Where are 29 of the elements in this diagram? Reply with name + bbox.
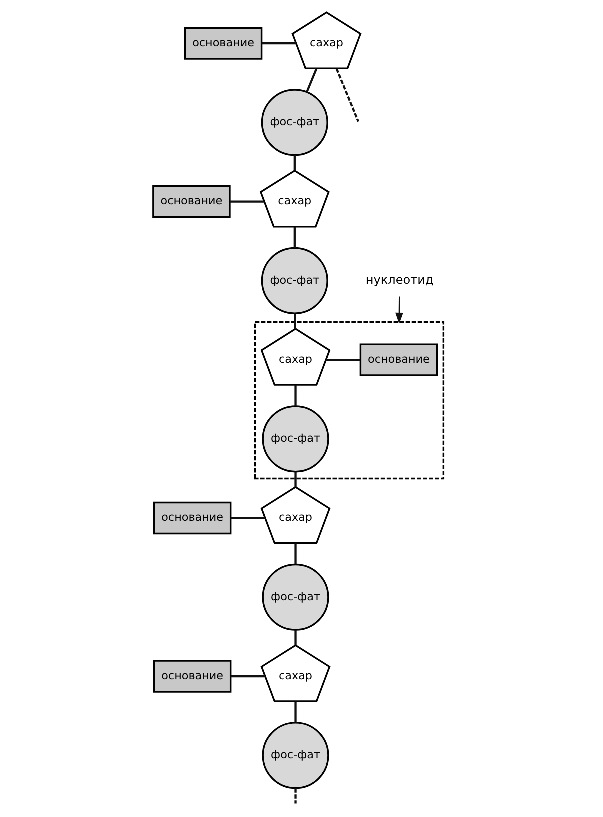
arrow <box>395 296 403 324</box>
connector <box>230 517 265 520</box>
node-circle: фос-фат <box>260 247 328 314</box>
node-box: основание <box>152 660 232 693</box>
node-circle: фос-фат <box>260 89 328 156</box>
connector <box>294 630 296 646</box>
connector <box>230 675 265 678</box>
connector <box>294 544 296 565</box>
connector <box>294 314 296 330</box>
connector <box>294 788 296 804</box>
node-circle: фос-фат <box>262 722 329 790</box>
node-box: основание <box>152 502 232 535</box>
node-circle: фос-фат <box>262 564 329 631</box>
connector <box>293 155 296 171</box>
cluster <box>254 321 444 480</box>
connector <box>326 358 360 362</box>
node-circle: фос-фат <box>262 406 329 473</box>
connector <box>261 42 296 45</box>
node-text: нуклеотид <box>365 273 434 288</box>
connector <box>230 200 264 203</box>
node-box: основание <box>184 27 262 60</box>
connector <box>293 227 296 248</box>
connector <box>294 385 296 406</box>
connector <box>335 68 359 122</box>
connector <box>294 472 296 488</box>
node-box: основание <box>359 344 438 376</box>
connector <box>306 68 318 92</box>
connector <box>294 702 296 723</box>
node-box: основание <box>152 185 230 218</box>
